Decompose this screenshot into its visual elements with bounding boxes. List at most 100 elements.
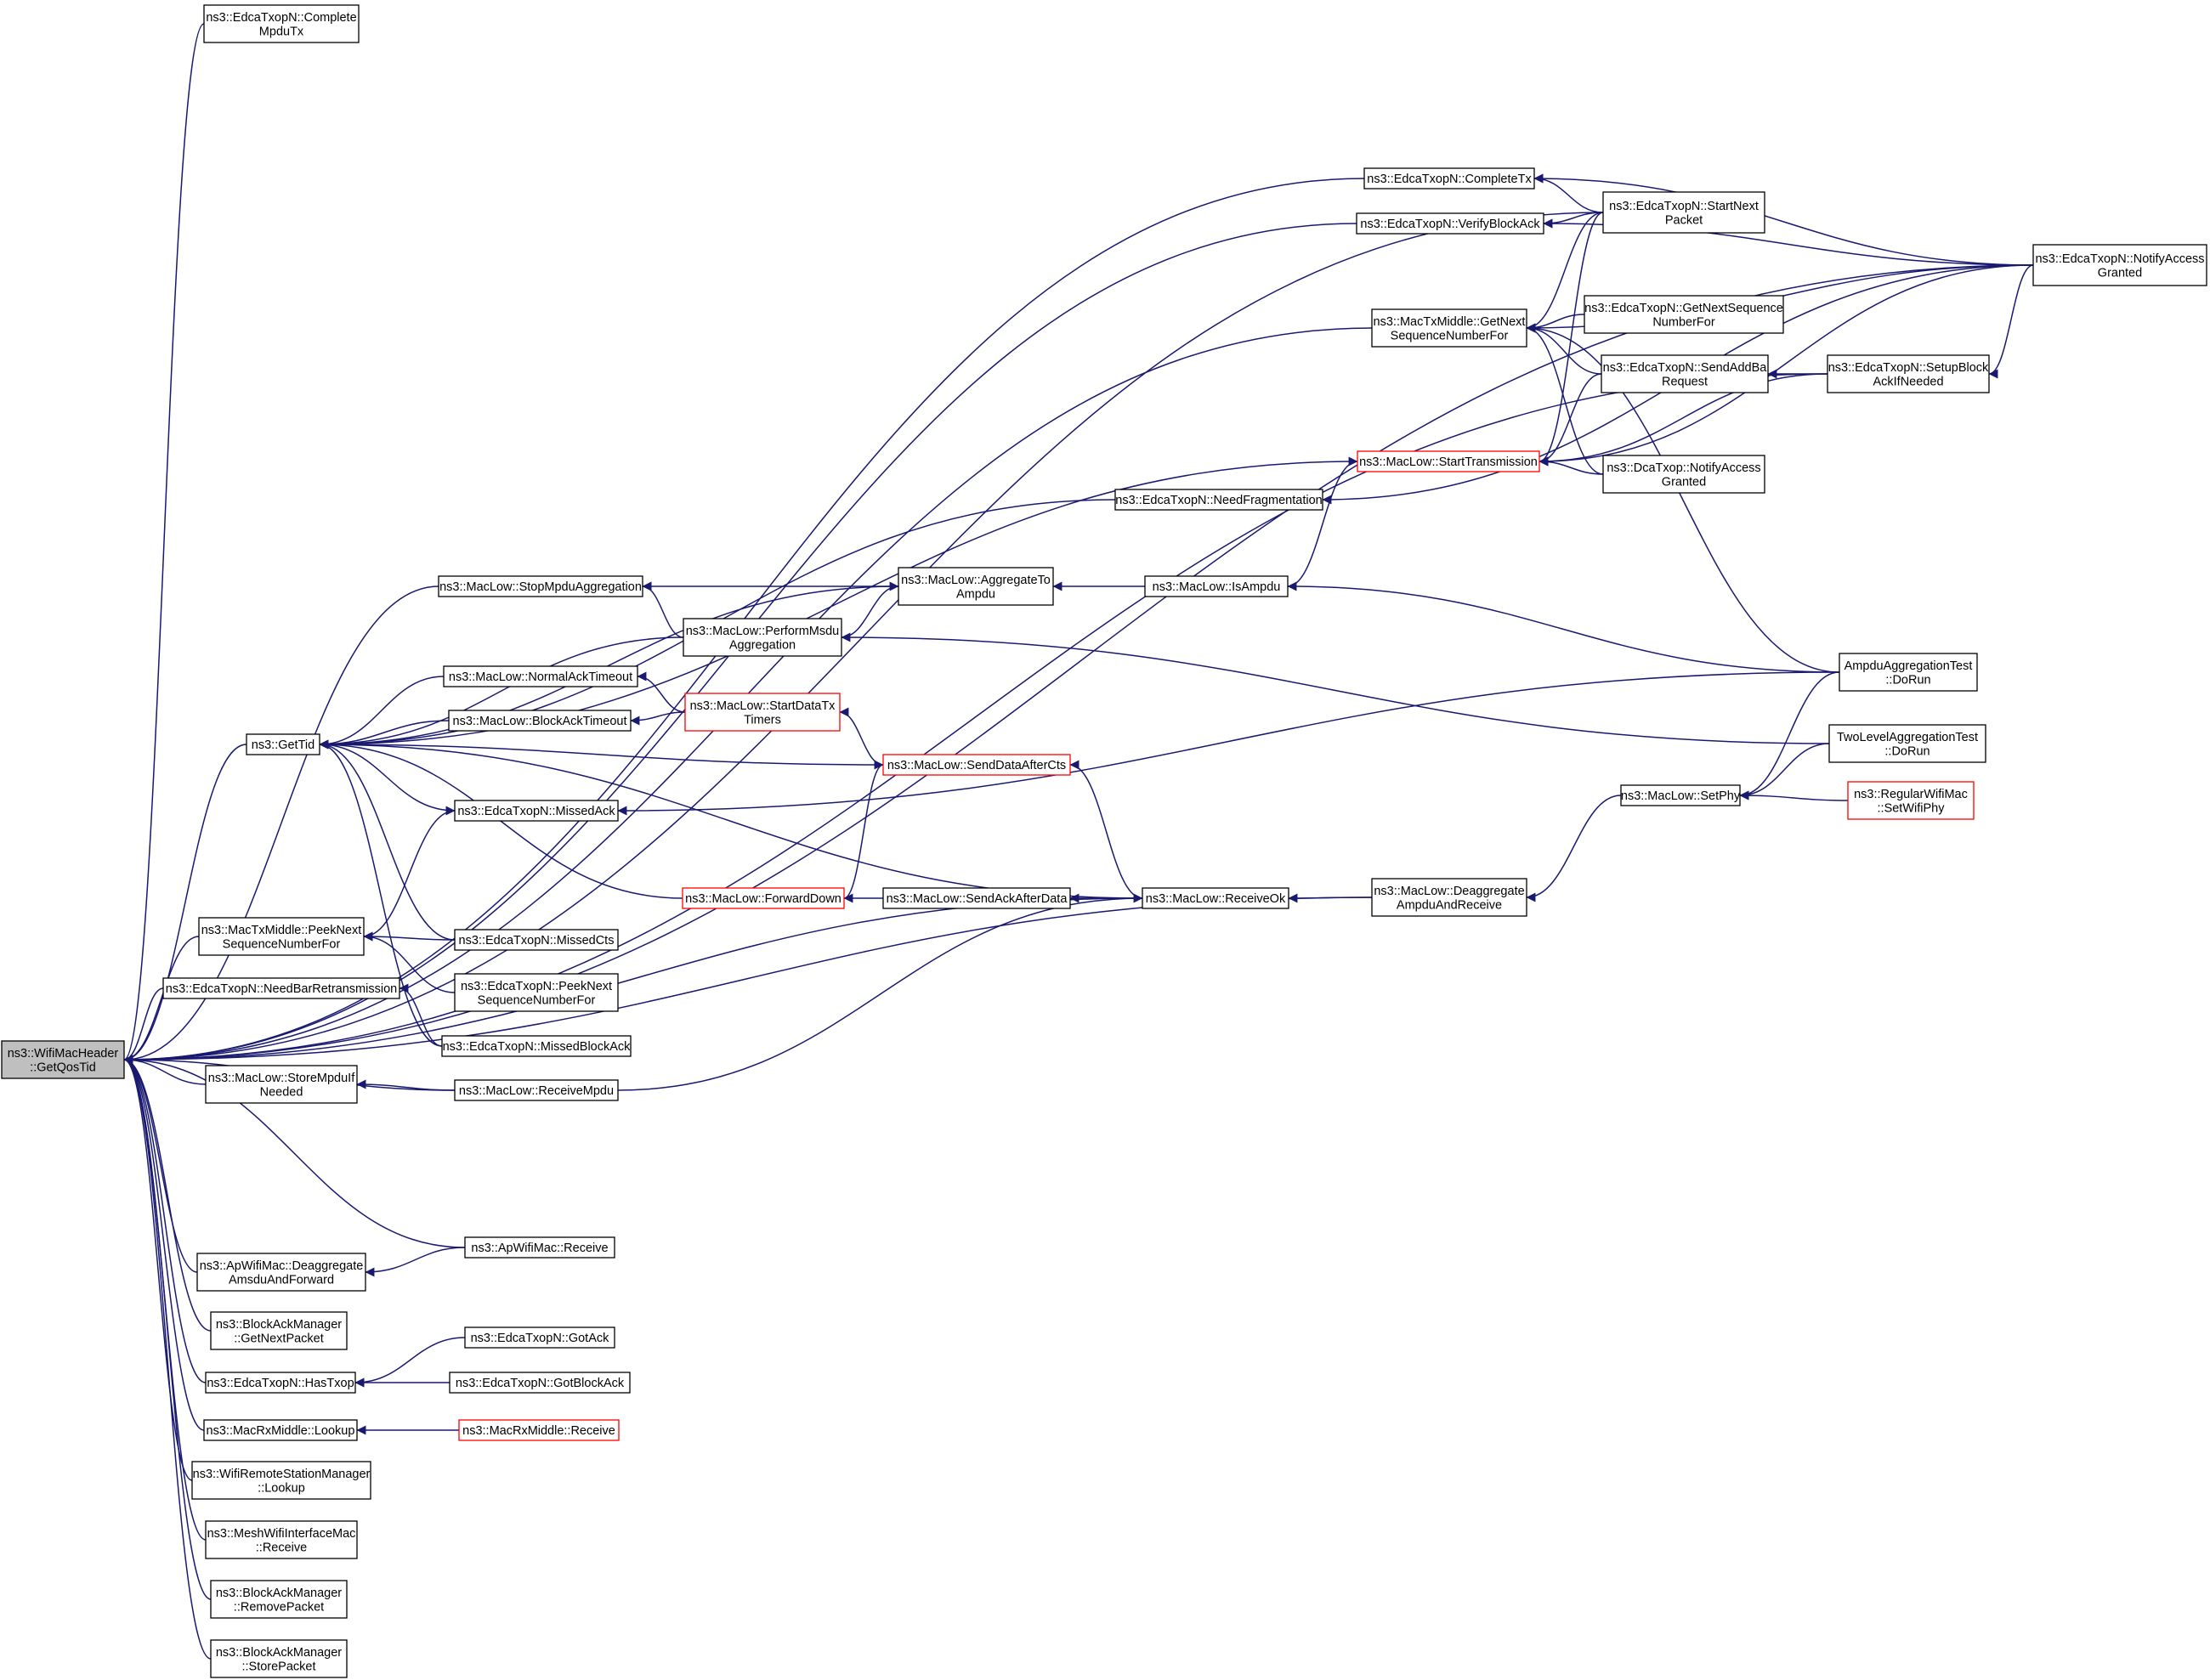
node-blockAckTimeout[interactable]: ns3::MacLow::BlockAckTimeout	[448, 710, 632, 732]
node-setPhy[interactable]: ns3::MacLow::SetPhy	[1620, 784, 1741, 806]
edge-setPhy-to-deaggregateAmpdu	[1526, 795, 1622, 902]
node-bamGetNextPacket[interactable]: ns3::BlockAckManager::GetNextPacket	[210, 1311, 348, 1350]
node-box	[443, 665, 638, 687]
node-getNextSeq[interactable]: ns3::MacTxMiddle::GetNextSequenceNumberF…	[1371, 308, 1527, 348]
node-box	[882, 754, 1071, 776]
node-rxMiddleLookup[interactable]: ns3::MacRxMiddle::Lookup	[203, 1419, 358, 1441]
node-gotAck[interactable]: ns3::EdcaTxopN::GotAck	[464, 1326, 615, 1349]
node-peekNextSeqMid[interactable]: ns3::MacTxMiddle::PeekNextSequenceNumber…	[198, 917, 365, 956]
node-label: ns3::DcaTxop::NotifyAccess	[1606, 461, 1760, 475]
edge-performMsdu-to-getTid	[319, 636, 684, 749]
node-missedCts[interactable]: ns3::EdcaTxopN::MissedCts	[454, 929, 619, 951]
node-label: ns3::EdcaTxopN::CompleteTx	[1367, 173, 1532, 186]
node-label: ns3::ApWifiMac::Receive	[471, 1242, 608, 1255]
node-edcaPeekNextSeq[interactable]: ns3::EdcaTxopN::PeekNextSequenceNumberFo…	[454, 973, 619, 1012]
node-label: NumberFor	[1652, 315, 1714, 329]
edge-dcaNotify-to-getNextSeq	[1526, 323, 1604, 475]
node-box	[1356, 212, 1544, 235]
node-label: SequenceNumberFor	[223, 937, 341, 951]
node-rxMiddleReceive[interactable]: ns3::MacRxMiddle::Receive	[458, 1419, 620, 1441]
node-label: ::SetWifiPhy	[1878, 801, 1946, 815]
node-bamStorePacket[interactable]: ns3::BlockAckManager::StorePacket	[210, 1639, 348, 1678]
node-stopMpduAgg[interactable]: ns3::MacLow::StopMpduAggregation	[438, 575, 643, 597]
node-box	[1839, 653, 1978, 692]
node-needBarRetrans[interactable]: ns3::EdcaTxopN::NeedBarRetransmission	[162, 977, 400, 999]
node-missedAck[interactable]: ns3::EdcaTxopN::MissedAck	[454, 800, 619, 822]
node-needFragmentation[interactable]: ns3::EdcaTxopN::NeedFragmentation	[1114, 489, 1323, 511]
node-sendDataAfterCts[interactable]: ns3::MacLow::SendDataAfterCts	[882, 754, 1071, 776]
node-label: ns3::EdcaTxopN::MissedBlockAck	[443, 1040, 632, 1054]
node-box	[1602, 191, 1765, 234]
edge-edcaPeekNextSeq-to-peekNextSeqMid	[363, 931, 456, 993]
node-apDeaggregate[interactable]: ns3::ApWifiMac::DeaggregateAmsduAndForwa…	[196, 1253, 366, 1292]
edge-startNextPacket-to-verifyBlockAck	[1543, 212, 1604, 229]
node-isAmpdu[interactable]: ns3::MacLow::IsAmpdu	[1144, 575, 1289, 597]
node-label: ns3::MacTxMiddle::GetNext	[1374, 315, 1526, 329]
node-label: ns3::MacLow::ReceiveOk	[1146, 892, 1286, 906]
node-getTid[interactable]: ns3::GetTid	[246, 733, 320, 755]
node-forwardDown[interactable]: ns3::MacLow::ForwardDown	[682, 887, 845, 909]
node-label: ::StorePacket	[241, 1660, 315, 1673]
node-startTransmission[interactable]: ns3::MacLow::StartTransmission	[1357, 450, 1540, 472]
node-label: ns3::MacLow::StoreMpduIf	[208, 1072, 355, 1085]
edge-hasTxop-to-root	[123, 1055, 207, 1383]
node-sendAckAfterData[interactable]: ns3::MacLow::SendAckAfterData	[882, 887, 1071, 909]
edge-ampduTest-to-isAmpdu	[1287, 581, 1840, 673]
node-verifyBlockAck[interactable]: ns3::EdcaTxopN::VerifyBlockAck	[1356, 212, 1544, 235]
node-apReceive[interactable]: ns3::ApWifiMac::Receive	[464, 1236, 615, 1259]
edge-missedCts-to-getTid	[319, 739, 456, 941]
node-meshReceive[interactable]: ns3::MeshWifiInterfaceMac::Receive	[205, 1520, 358, 1559]
node-setWifiPhy[interactable]: ns3::RegularWifiMac::SetWifiPhy	[1847, 781, 1975, 820]
node-hasTxop[interactable]: ns3::EdcaTxopN::HasTxop	[205, 1372, 356, 1394]
node-root[interactable]: ns3::WifiMacHeader::GetQosTid	[1, 1040, 125, 1079]
node-box	[1827, 354, 1990, 393]
node-box	[246, 733, 320, 755]
edge-missedBlockAck-to-needBarRetrans	[399, 983, 443, 1047]
node-label: ns3::MacLow::SendAckAfterData	[887, 892, 1068, 906]
node-rsmLookup[interactable]: ns3::WifiRemoteStationManager::Lookup	[191, 1461, 371, 1500]
node-normalAckTimeout[interactable]: ns3::MacLow::NormalAckTimeout	[443, 665, 638, 687]
node-box	[441, 1035, 632, 1057]
node-gotBlockAck[interactable]: ns3::EdcaTxopN::GotBlockAck	[449, 1372, 631, 1394]
node-box	[684, 693, 841, 732]
edge-twoLevelTest-to-setPhy	[1739, 743, 1830, 800]
edge-aggregateToAmpdu-to-getTid	[319, 585, 899, 749]
node-bamRemovePacket[interactable]: ns3::BlockAckManager::RemovePacket	[210, 1580, 348, 1619]
node-ampduTest[interactable]: AmpduAggregationTest::DoRun	[1839, 653, 1978, 692]
node-label: Granted	[1662, 475, 1706, 489]
edge-startNextPacket-to-root	[123, 212, 1604, 1065]
node-twoLevelTest[interactable]: TwoLevelAggregationTest::DoRun	[1828, 724, 1986, 763]
edge-rxMiddleLookup-to-root	[123, 1055, 205, 1431]
node-receiveOk[interactable]: ns3::MacLow::ReceiveOk	[1142, 887, 1289, 909]
node-label: ns3::MacLow::StartTransmission	[1359, 455, 1538, 469]
node-box	[162, 977, 400, 999]
node-receiveMpdu[interactable]: ns3::MacLow::ReceiveMpdu	[454, 1079, 619, 1101]
node-label: ns3::MacLow::StopMpduAggregation	[439, 580, 642, 594]
node-label: ::GetNextPacket	[234, 1332, 324, 1345]
node-box	[2032, 244, 2207, 286]
node-label: ns3::EdcaTxopN::GotAck	[471, 1332, 610, 1345]
node-box	[210, 1311, 348, 1350]
node-label: Packet	[1665, 213, 1703, 227]
node-label: ns3::MacLow::ReceiveMpdu	[459, 1084, 614, 1098]
node-label: ns3::EdcaTxopN::Complete	[206, 11, 356, 25]
node-completeTx[interactable]: ns3::EdcaTxopN::CompleteTx	[1363, 167, 1535, 189]
edge-forwardDown-to-sendDataAfterCts	[843, 760, 884, 899]
node-box	[438, 575, 643, 597]
edge-missedAck-to-getTid	[319, 739, 456, 812]
node-missedBlockAck[interactable]: ns3::EdcaTxopN::MissedBlockAck	[441, 1035, 632, 1057]
node-box	[1144, 575, 1289, 597]
